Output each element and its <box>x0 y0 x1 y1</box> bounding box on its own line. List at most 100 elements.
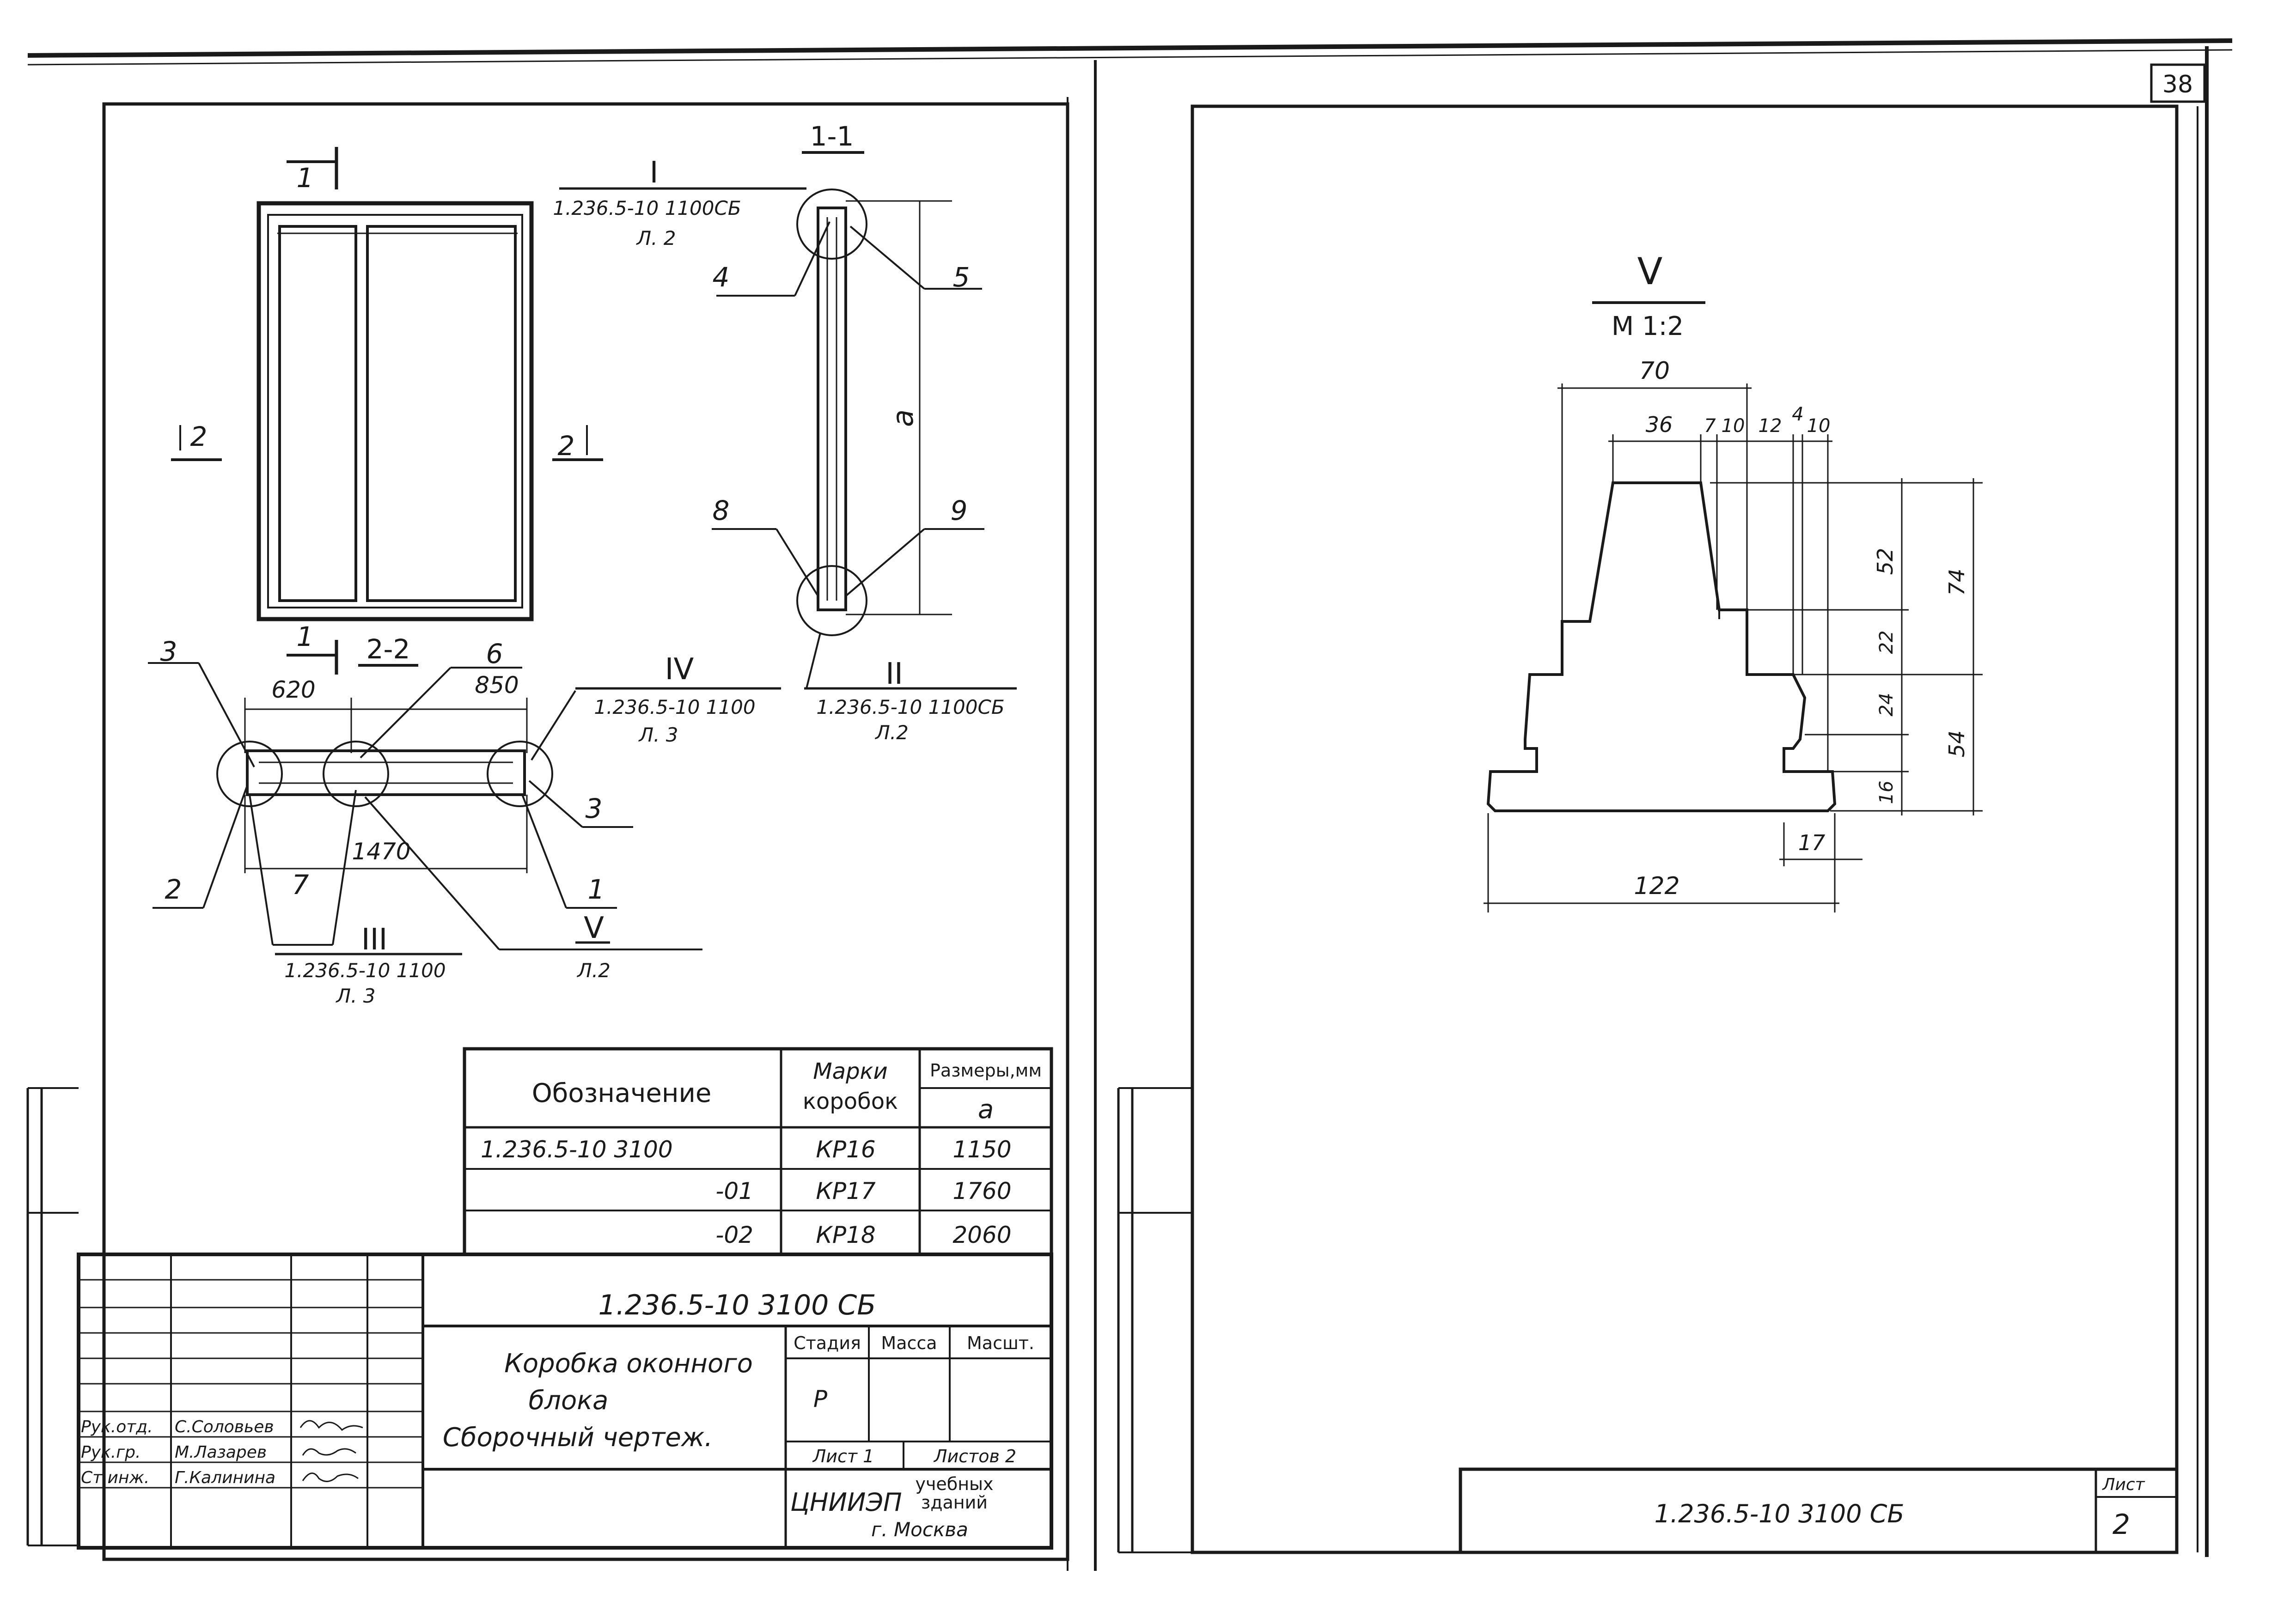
page-number: 38 <box>2162 71 2193 98</box>
spec-row-2-designation: -01 <box>715 1178 753 1204</box>
dim-17: 17 <box>1798 830 1826 855</box>
dim-12: 12 <box>1759 415 1782 437</box>
detail-II-sheet: Л.2 <box>874 721 909 744</box>
detail-V-sheet: Л.2 <box>576 959 611 982</box>
section-1-1-title: 1-1 <box>810 121 854 152</box>
spec-row-3-a: 2060 <box>953 1222 1011 1248</box>
dim-122: 122 <box>1634 872 1679 900</box>
dim-a: a <box>886 409 920 427</box>
detail-II-numeral: II <box>885 657 903 691</box>
dim-74: 74 <box>1944 569 1969 596</box>
mass-header: Масса <box>881 1333 937 1353</box>
spec-row-3-designation: -02 <box>715 1222 753 1248</box>
title-line-3: Сборочный чертеж. <box>443 1423 713 1453</box>
window-elevation: 1 1 2 2 <box>171 147 603 675</box>
signature-mark-1 <box>299 1420 363 1431</box>
callout-8: 8 <box>713 495 730 526</box>
title-line-1: Коробка оконного <box>504 1349 753 1379</box>
signature-mark-3 <box>302 1472 359 1482</box>
sheet-label: Лист 1 <box>812 1446 874 1466</box>
signature-name-3: Г.Калинина <box>175 1468 275 1487</box>
spec-row-2-mark: КР17 <box>816 1178 875 1204</box>
callout-3-right: 3 <box>586 793 603 824</box>
dim-22: 22 <box>1876 631 1897 654</box>
section-mark-bottom: 1 <box>297 621 314 652</box>
detail-III-sheet: Л. 3 <box>335 985 375 1007</box>
dim-7: 7 <box>1704 415 1716 437</box>
section-mark-right: 2 <box>558 430 575 462</box>
callout-9: 9 <box>951 495 968 526</box>
stage-header: Стадия <box>794 1333 861 1353</box>
detail-IV-numeral: IV <box>665 652 694 687</box>
spec-row-2-a: 1760 <box>953 1178 1011 1204</box>
org-desc-2: зданий <box>921 1492 988 1513</box>
right-sheet: V М 1:2 70 36 7 10 12 4 10 <box>1117 104 2198 1554</box>
signature-role-1: Рук.отд. <box>81 1417 153 1436</box>
dim-1470: 1470 <box>352 838 410 865</box>
spec-header-designation: Обозначение <box>532 1078 712 1108</box>
detail-I-ref: 1.236.5-10 1100СБ <box>553 197 741 219</box>
callout-3-left: 3 <box>160 636 177 667</box>
callout-1: 1 <box>588 874 605 905</box>
left-sheet-frame <box>102 102 1069 1561</box>
signature-name-2: М.Лазарев <box>175 1443 267 1462</box>
section-mark-left: 2 <box>190 421 208 452</box>
detail-I-sheet: Л. 2 <box>635 227 676 249</box>
dim-10a: 10 <box>1722 415 1745 437</box>
dim-54: 54 <box>1944 730 1969 758</box>
spec-header-marks-2: коробок <box>803 1089 898 1114</box>
title-line-2: блока <box>529 1386 609 1416</box>
dim-10b: 10 <box>1807 415 1831 437</box>
spec-row-1-designation: 1.236.5-10 3100 <box>481 1136 673 1163</box>
binding-strip <box>26 1087 79 1546</box>
spec-row-1-mark: КР16 <box>816 1136 875 1163</box>
org-city: г. Москва <box>871 1518 968 1541</box>
dim-24: 24 <box>1876 693 1897 717</box>
callout-5: 5 <box>953 262 970 293</box>
title-block-left: Рук.отд. С.Соловьев Рук.гр. М.Лазарев Ст… <box>77 1253 1053 1550</box>
spec-header-sizes: Размеры,мм <box>930 1060 1042 1081</box>
dim-70: 70 <box>1639 357 1670 385</box>
scale-header: Масшт. <box>967 1333 1034 1353</box>
signature-name-1: С.Соловьев <box>175 1417 274 1436</box>
signature-role-3: Ст.инж. <box>81 1468 149 1487</box>
detail-IV-ref: 1.236.5-10 1100 <box>594 696 755 718</box>
title-block-right: 1.236.5-10 3100 СБ Лист 2 <box>1459 1467 2179 1554</box>
signature-mark-2 <box>302 1448 356 1456</box>
right-sheet-frame <box>1191 104 2179 1554</box>
dim-16: 16 <box>1876 781 1897 804</box>
dim-36: 36 <box>1646 412 1673 437</box>
detail-III-ref: 1.236.5-10 1100 <box>284 959 446 982</box>
org-name: ЦНИИЭП <box>790 1488 902 1517</box>
detail-III-numeral: III <box>361 923 388 957</box>
dim-850: 850 <box>475 672 519 699</box>
detail-V-numeral: V <box>584 911 604 945</box>
detail-V-profile <box>1486 481 1837 812</box>
detail-IV-sheet: Л. 3 <box>638 724 678 746</box>
section-2-2: 2-2 620 850 1470 3 6 <box>148 633 781 1007</box>
detail-V-heading: V <box>1637 250 1663 293</box>
org-desc-1: учебных <box>915 1474 993 1494</box>
stage-value: Р <box>813 1386 828 1412</box>
detail-I-numeral: I <box>650 156 659 190</box>
right-doc-code: 1.236.5-10 3100 СБ <box>1655 1499 1905 1528</box>
spec-header-marks-1: Марки <box>813 1058 887 1084</box>
section-mark-top: 1 <box>297 162 314 194</box>
doc-code: 1.236.5-10 3100 СБ <box>598 1289 876 1321</box>
dim-4: 4 <box>1792 404 1803 425</box>
section-2-2-title: 2-2 <box>366 633 410 665</box>
spec-row-1-a: 1150 <box>953 1136 1011 1163</box>
callout-4: 4 <box>713 262 730 293</box>
detail-V-scale: М 1:2 <box>1612 311 1684 341</box>
right-binding-strip <box>1117 1087 1192 1553</box>
callout-2: 2 <box>165 874 182 905</box>
spec-header-a: а <box>978 1095 994 1125</box>
detail-II-ref: 1.236.5-10 1100СБ <box>816 696 1004 718</box>
signature-role-2: Рук.гр. <box>81 1443 140 1462</box>
dim-52: 52 <box>1873 548 1898 575</box>
callout-7: 7 <box>292 869 309 900</box>
spec-row-3-mark: КР18 <box>816 1222 875 1248</box>
right-sheet-label: Лист <box>2101 1475 2145 1494</box>
detail-V-dimensions: 70 36 7 10 12 4 10 52 74 <box>1484 357 1983 912</box>
